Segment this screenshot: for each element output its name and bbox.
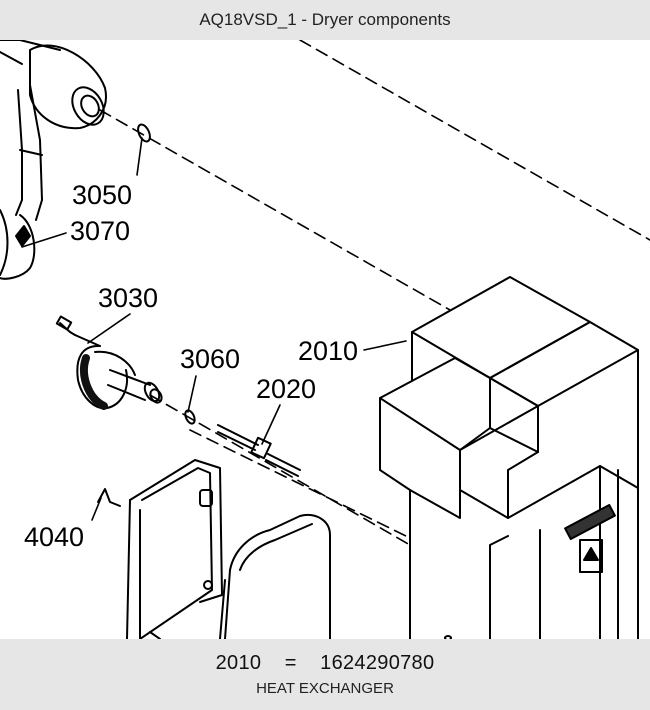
callout-3070[interactable]: 3070 [70,216,130,246]
part-position: 2010 [215,652,262,674]
callout-3030[interactable]: 3030 [98,283,158,313]
callout-leader-lines [21,137,407,521]
callout-3050[interactable]: 3050 [72,180,132,210]
part-number: 1624290780 [320,652,435,674]
pipe-assembly-part [0,40,107,280]
part-number-line: 2010 = 1624290780 [216,652,435,675]
part-4040-clip [97,488,121,507]
callout-labels: 3050 3070 3030 3060 2020 2010 4040 [24,180,358,552]
callout-2010[interactable]: 2010 [298,336,358,366]
diagram-title: AQ18VSD_1 - Dryer components [199,10,451,29]
callout-2020[interactable]: 2020 [256,374,316,404]
part-description: HEAT EXCHANGER [256,680,394,697]
callout-4040[interactable]: 4040 [24,522,84,552]
part-3030-heater-element [55,315,163,410]
part-3050-o-ring [137,123,151,143]
selected-part-panel: 2010 = 1624290780 HEAT EXCHANGER [0,639,650,710]
control-box-part [219,514,331,639]
title-bar: AQ18VSD_1 - Dryer components [0,0,650,40]
exploded-parts-diagram[interactable]: 3050 3070 3030 3060 2020 2010 4040 [0,40,650,639]
assembly-axis-lines [99,40,650,546]
housing-cover-part [126,459,223,639]
part-separator: = [284,652,297,674]
callout-3060[interactable]: 3060 [180,344,240,374]
part-2010-heat-exchanger [379,276,639,639]
part-3060-o-ring [184,409,196,425]
